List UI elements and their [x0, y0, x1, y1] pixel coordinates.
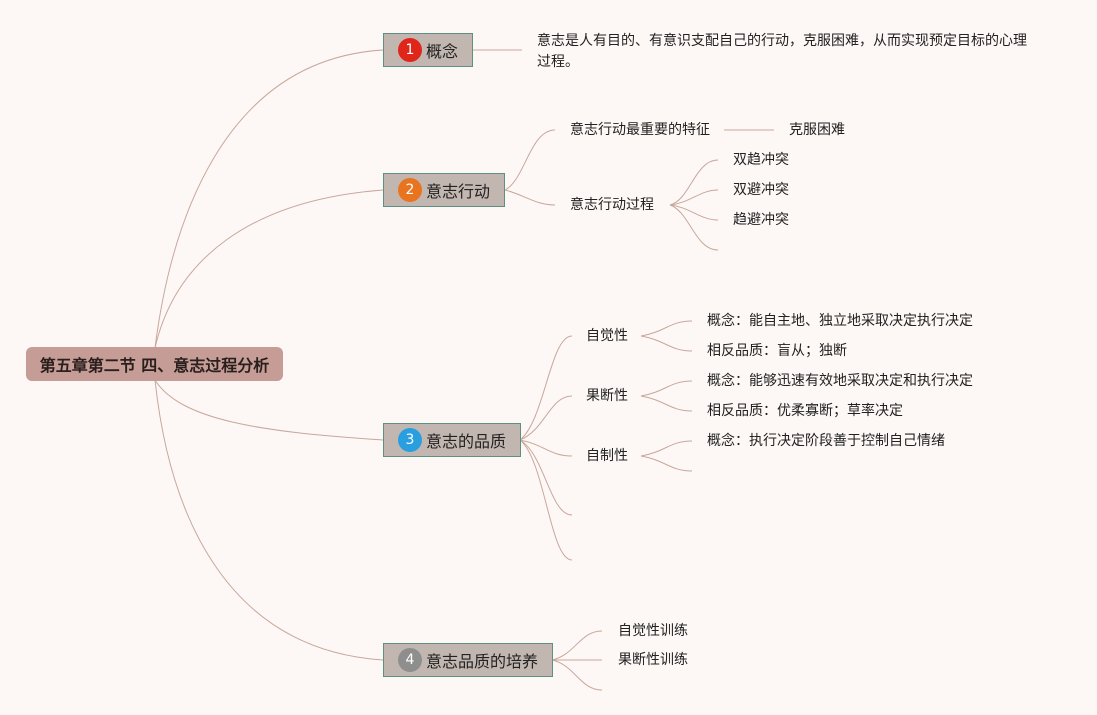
- number-badge-icon: 3: [398, 428, 422, 452]
- topic-node[interactable]: 果断性: [586, 388, 628, 404]
- topic-node[interactable]: 自制性: [586, 448, 628, 464]
- connector-b3-empty-2: [519, 439, 573, 561]
- subtopic-node[interactable]: 相反品质：优柔寡断；草率决定: [707, 403, 903, 419]
- branch-node-will-action[interactable]: 2 意志行动: [383, 173, 505, 207]
- subtopic-node[interactable]: 概念：能自主地、独立地采取决定执行决定: [707, 313, 973, 329]
- connector-b3-item3-child-2: [640, 455, 693, 472]
- number-badge-icon: 1: [398, 38, 422, 62]
- topic-node[interactable]: 意志行动过程: [570, 197, 654, 213]
- number-badge-icon: 4: [398, 648, 422, 672]
- concept-definition-text[interactable]: 意志是人有目的、有意识支配自己的行动，克服困难，从而实现预定目标的心理过程。: [537, 33, 1027, 70]
- connector-b3-item2-child-2: [640, 395, 693, 412]
- root-label: 第五章第二节 四、意志过程分析: [39, 356, 270, 375]
- subtopic-node[interactable]: 概念：执行决定阶段善于控制自己情绪: [707, 433, 945, 449]
- root-node[interactable]: 第五章第二节 四、意志过程分析: [26, 347, 283, 381]
- subtopic-node[interactable]: 克服困难: [789, 122, 845, 138]
- branch-label: 概念: [426, 42, 459, 61]
- connector-b2-item2-child-1: [669, 159, 719, 206]
- branch-node-quality-training[interactable]: 4 意志品质的培养: [383, 643, 553, 677]
- branch-node-concept[interactable]: 1 概念: [383, 33, 473, 67]
- subtopic-node[interactable]: 双趋冲突: [733, 152, 789, 168]
- branch-node-will-quality[interactable]: 3 意志的品质: [383, 423, 521, 457]
- connector-b4-item-1: [551, 630, 603, 661]
- connector-b2-item-1: [504, 129, 556, 191]
- connector-root-to-branch-1: [154, 49, 384, 349]
- topic-node[interactable]: 自觉性: [586, 328, 628, 344]
- subtopic-node[interactable]: 趋避冲突: [733, 212, 789, 228]
- number-badge-icon: 2: [398, 178, 422, 202]
- topic-node[interactable]: 意志行动最重要的特征: [570, 122, 710, 138]
- connector-root-to-branch-3: [154, 379, 384, 441]
- topic-node[interactable]: 果断性训练: [618, 652, 688, 668]
- connector-b2-item-2: [504, 189, 556, 206]
- branch-label: 意志品质的培养: [426, 652, 539, 671]
- connector-b3-empty-1: [519, 439, 573, 516]
- subtopic-node[interactable]: 相反品质：盲从；独断: [707, 343, 847, 359]
- connector-b3-item1-child-2: [640, 335, 693, 352]
- branch-label: 意志的品质: [426, 432, 507, 451]
- connector-b3-item-1: [519, 335, 573, 441]
- connector-b3-item-2: [519, 395, 573, 441]
- connector-b4-empty: [551, 659, 603, 691]
- connector-b3-item2-child-1: [640, 380, 693, 397]
- connector-b3-item-3: [519, 439, 573, 457]
- connector-b3-item3-child-1: [640, 440, 693, 457]
- connector-b2-item2-child-4: [669, 204, 719, 251]
- topic-node[interactable]: 自觉性训练: [618, 623, 688, 639]
- connector-b3-item1-child-1: [640, 320, 693, 337]
- connector-root-to-branch-2: [154, 189, 384, 349]
- subtopic-node[interactable]: 概念：能够迅速有效地采取决定和执行决定: [707, 373, 973, 389]
- subtopic-node[interactable]: 双避冲突: [733, 182, 789, 198]
- connector-b2-item2-child-2: [669, 189, 719, 206]
- connector-b2-item2-child-3: [669, 204, 719, 221]
- branch-label: 意志行动: [426, 182, 491, 201]
- connector-root-to-branch-4: [154, 379, 384, 661]
